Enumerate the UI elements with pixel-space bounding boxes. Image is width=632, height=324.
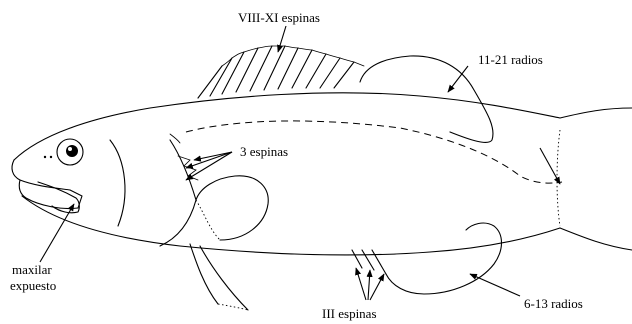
label-opercular-spines: 3 espinas [240,144,288,159]
label-anal-rays: 6-13 radios [524,296,583,311]
label-anal-spines: III espinas [322,306,377,321]
label-dorsal-spines: VIII-XI espinas [238,10,320,25]
anal-fin [352,223,502,294]
pelvic-fin [190,244,248,310]
pupil [66,145,78,157]
fish-head [12,134,198,246]
dorsal-soft-fin [360,56,493,142]
label-dorsal-rays: 11-21 radios [478,52,543,67]
label-maxilla-line2: expuesto [10,278,56,293]
fish-body [14,93,632,255]
dorsal-spiny-fin [198,46,364,98]
annotation-arrows [40,26,560,300]
label-maxilla-line1: maxilar [12,262,52,277]
pectoral-fin [196,176,268,240]
